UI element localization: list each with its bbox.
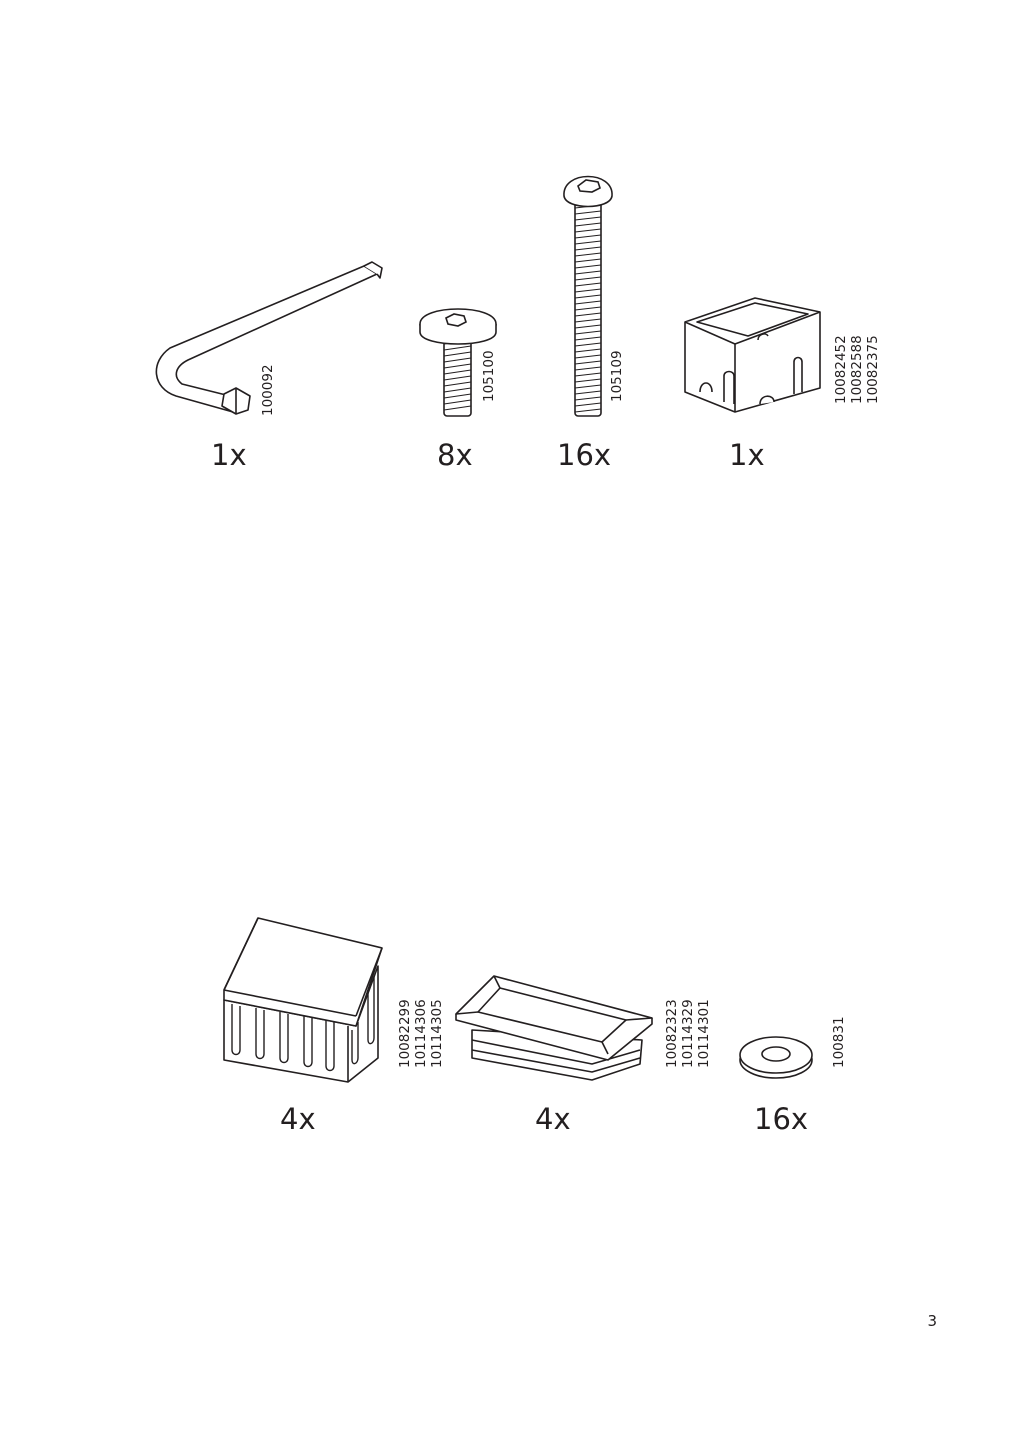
part-code: 100831 (831, 1016, 847, 1068)
quantity-label: 8x (437, 438, 473, 472)
quantity-label: 4x (535, 1102, 571, 1136)
page-number: 3 (927, 1312, 937, 1330)
quantity-label: 4x (280, 1102, 316, 1136)
quantity-label: 1x (211, 438, 247, 472)
quantity-label: 16x (754, 1102, 809, 1136)
quantity-label: 16x (557, 438, 612, 472)
quantity-label: 1x (729, 438, 765, 472)
part-codes: 100831 (831, 1016, 847, 1068)
